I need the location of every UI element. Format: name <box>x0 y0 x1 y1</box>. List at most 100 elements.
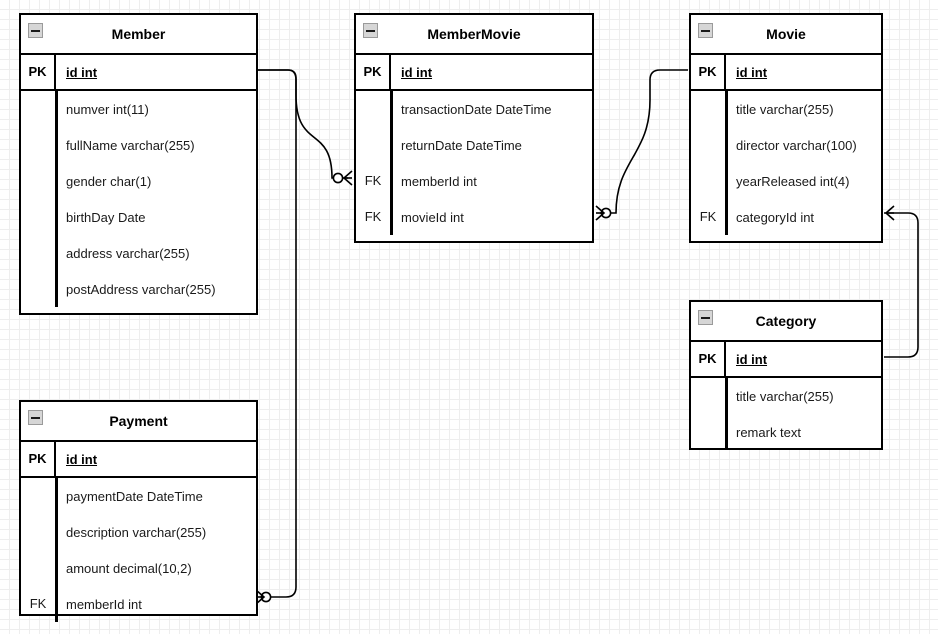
field-label: amount decimal(10,2) <box>66 560 192 576</box>
entity-membermovie-name: MemberMovie <box>427 26 521 42</box>
key-label <box>691 163 726 199</box>
attribute-row: amount decimal(10,2) <box>21 550 256 586</box>
key-label <box>21 514 56 550</box>
entity-movie-pk-row: PK id int <box>691 55 881 91</box>
entity-payment-pk-row: PK id int <box>21 442 256 478</box>
entity-movie-title: Movie <box>691 15 881 55</box>
key-label <box>691 91 726 127</box>
entity-membermovie[interactable]: MemberMovie PK id int transactionDate Da… <box>354 13 594 243</box>
collapse-minus-icon[interactable] <box>698 310 713 325</box>
key-label: PK <box>691 342 726 376</box>
field-label: birthDay Date <box>66 209 146 225</box>
entity-category[interactable]: Category PK id int title varchar(255) re… <box>689 300 883 450</box>
field-label: id int <box>66 451 98 467</box>
entity-member-name: Member <box>111 26 166 42</box>
key-label: PK <box>691 55 726 89</box>
entity-member-attributes: numver int(11) fullName varchar(255) gen… <box>21 91 256 307</box>
entity-payment-title: Payment <box>21 402 256 442</box>
collapse-minus-icon[interactable] <box>28 23 43 38</box>
key-label <box>691 378 726 414</box>
key-label: FK <box>21 586 56 622</box>
entity-category-pk-row: PK id int <box>691 342 881 378</box>
attribute-row: fullName varchar(255) <box>21 127 256 163</box>
collapse-minus-icon[interactable] <box>698 23 713 38</box>
field-label: remark text <box>736 424 802 440</box>
attribute-row: title varchar(255) <box>691 91 881 127</box>
attribute-row: numver int(11) <box>21 91 256 127</box>
key-label: PK <box>21 442 56 476</box>
key-label <box>356 127 391 163</box>
attribute-row-fk: FK memberId int <box>21 586 256 622</box>
field-label: director varchar(100) <box>736 137 857 153</box>
field-label: fullName varchar(255) <box>66 137 195 153</box>
field-label: description varchar(255) <box>66 524 207 540</box>
key-label <box>21 478 56 514</box>
attribute-row: address varchar(255) <box>21 235 256 271</box>
field-label: memberId int <box>66 596 142 612</box>
key-label: FK <box>691 199 726 235</box>
attribute-row: transactionDate DateTime <box>356 91 592 127</box>
attribute-row: description varchar(255) <box>21 514 256 550</box>
attribute-row-fk: FK movieId int <box>356 199 592 235</box>
key-label <box>21 163 56 199</box>
key-label <box>21 235 56 271</box>
entity-membermovie-pk-row: PK id int <box>356 55 592 91</box>
collapse-minus-icon[interactable] <box>28 410 43 425</box>
field-label: numver int(11) <box>66 101 149 117</box>
field-label: memberId int <box>401 173 477 189</box>
key-label <box>691 414 726 450</box>
entity-payment-attributes: paymentDate DateTime description varchar… <box>21 478 256 622</box>
key-label: PK <box>21 55 56 89</box>
field-label: address varchar(255) <box>66 245 190 261</box>
attribute-row: director varchar(100) <box>691 127 881 163</box>
entity-payment[interactable]: Payment PK id int paymentDate DateTime d… <box>19 400 258 622</box>
entity-category-name: Category <box>755 313 817 329</box>
entity-membermovie-title: MemberMovie <box>356 15 592 55</box>
field-label: id int <box>66 64 98 80</box>
entity-payment-name: Payment <box>109 413 168 429</box>
field-label: id int <box>736 64 768 80</box>
key-label: FK <box>356 199 391 235</box>
entity-membermovie-attributes: transactionDate DateTime returnDate Date… <box>356 91 592 235</box>
attribute-row: gender char(1) <box>21 163 256 199</box>
field-label: movieId int <box>401 209 464 225</box>
key-label: FK <box>356 163 391 199</box>
entity-movie[interactable]: Movie PK id int title varchar(255) direc… <box>689 13 883 243</box>
entity-member-pk-row: PK id int <box>21 55 256 91</box>
attribute-row: postAddress varchar(255) <box>21 271 256 307</box>
key-label <box>21 550 56 586</box>
field-label: returnDate DateTime <box>401 137 522 153</box>
attribute-row: returnDate DateTime <box>356 127 592 163</box>
key-label: PK <box>356 55 391 89</box>
key-label <box>21 199 56 235</box>
attribute-row: remark text <box>691 414 881 450</box>
attribute-row: birthDay Date <box>21 199 256 235</box>
field-label: postAddress varchar(255) <box>66 281 216 297</box>
entity-movie-attributes: title varchar(255) director varchar(100)… <box>691 91 881 235</box>
field-label: paymentDate DateTime <box>66 488 203 504</box>
entity-member[interactable]: Member PK id int numver int(11) fullName… <box>19 13 258 315</box>
attribute-row-fk: FK categoryId int <box>691 199 881 235</box>
attribute-row: title varchar(255) <box>691 378 881 414</box>
key-label <box>21 91 56 127</box>
field-label: id int <box>736 351 768 367</box>
entity-category-title: Category <box>691 302 881 342</box>
field-label: id int <box>401 64 433 80</box>
field-label: yearReleased int(4) <box>736 173 850 189</box>
field-label: title varchar(255) <box>736 388 834 404</box>
attribute-row: yearReleased int(4) <box>691 163 881 199</box>
attribute-row: paymentDate DateTime <box>21 478 256 514</box>
attribute-row-fk: FK memberId int <box>356 163 592 199</box>
field-label: transactionDate DateTime <box>401 101 552 117</box>
entity-member-title: Member <box>21 15 256 55</box>
key-label <box>21 271 56 307</box>
field-label: title varchar(255) <box>736 101 834 117</box>
collapse-minus-icon[interactable] <box>363 23 378 38</box>
key-label <box>691 127 726 163</box>
entity-movie-name: Movie <box>766 26 806 42</box>
field-label: gender char(1) <box>66 173 152 189</box>
entity-category-attributes: title varchar(255) remark text <box>691 378 881 450</box>
key-label <box>356 91 391 127</box>
field-label: categoryId int <box>736 209 815 225</box>
key-label <box>21 127 56 163</box>
